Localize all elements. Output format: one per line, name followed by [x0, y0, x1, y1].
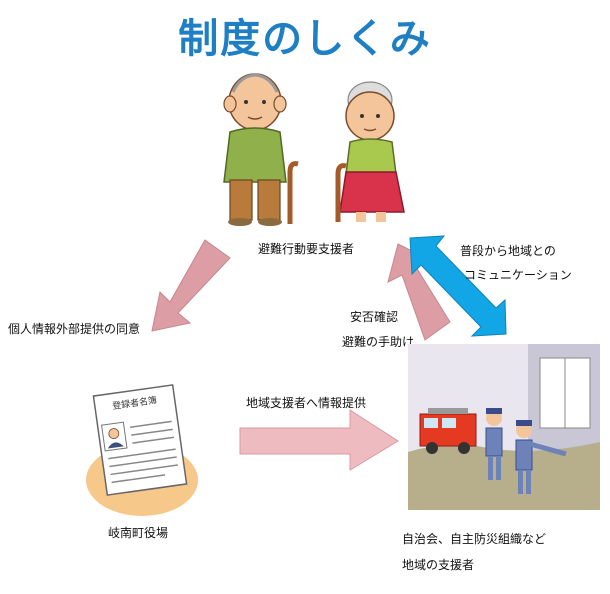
supporter-person-1: [485, 408, 503, 480]
elderly-couple-illustration: [223, 73, 405, 226]
communication-arrow: [409, 235, 507, 337]
label-safety-2: 避難の手助け: [342, 335, 415, 349]
label-communication-1: 普段から地域との: [460, 244, 556, 258]
label-consent: 個人情報外部提供の同意: [8, 322, 141, 336]
supporter-person-2: [515, 420, 567, 494]
label-safety-1: 安否確認: [350, 310, 399, 324]
consent-arrow: [151, 239, 231, 332]
label-town-office: 岐南町役場: [108, 526, 169, 540]
supporters-illustration: [408, 344, 600, 510]
fire-truck: [419, 408, 477, 454]
registry-document-illustration: [86, 384, 198, 516]
label-supporters-1: 自治会、自主防災組織など: [402, 532, 547, 546]
label-info-provision: 地域支援者へ情報提供: [246, 396, 367, 410]
info-arrow: [239, 409, 399, 471]
label-communication-2: コミュニケーション: [464, 268, 572, 282]
grandmother-figure: [335, 81, 405, 222]
label-supporters-2: 地域の支援者: [402, 558, 475, 572]
page-title: 制度のしくみ: [178, 16, 432, 62]
grandfather-figure: [223, 73, 299, 226]
label-elderly: 避難行動要支援者: [258, 242, 355, 256]
